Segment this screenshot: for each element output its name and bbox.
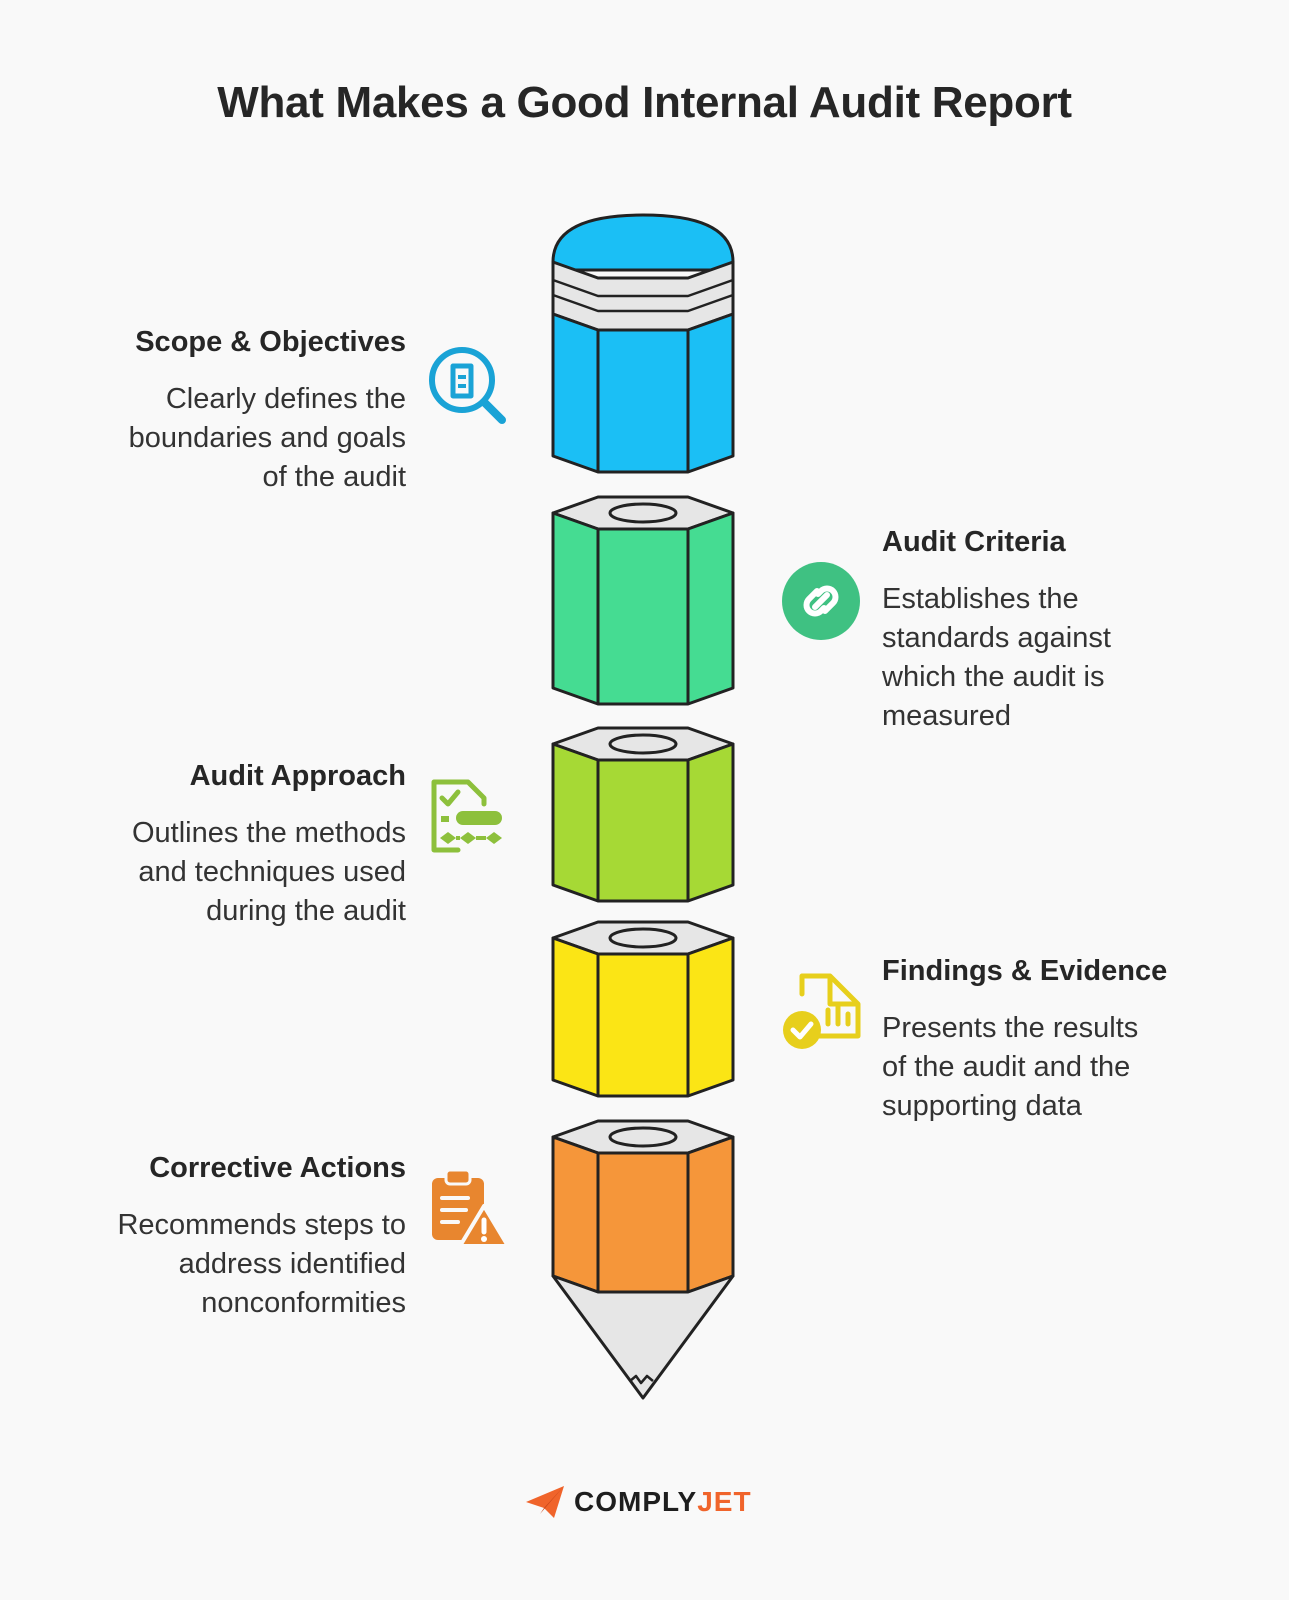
segment-findings-body <box>551 936 735 1098</box>
segment-findings: Findings & Evidence Presents the results… <box>882 953 1212 1126</box>
search-document-icon <box>429 347 506 424</box>
segment-criteria-body <box>551 511 735 706</box>
segment-scope: Scope & Objectives Clearly defines the b… <box>46 324 406 497</box>
logo-part-1: COMPLY <box>574 1486 698 1517</box>
pencil-tip <box>551 1274 735 1400</box>
segment-description: Clearly defines the boundaries and goals… <box>128 383 406 493</box>
report-check-icon <box>783 973 861 1049</box>
segment-approach-body <box>551 742 735 903</box>
segment-approach: Audit Approach Outlines the methods and … <box>46 758 406 931</box>
segment-description: Outlines the methods and techniques used… <box>131 817 406 927</box>
logo-part-2: JET <box>697 1486 752 1517</box>
segment-description: Presents the results of the audit and th… <box>882 1012 1139 1122</box>
segment-heading: Audit Approach <box>189 760 406 792</box>
segment-heading: Corrective Actions <box>149 1152 406 1184</box>
pencil-eraser <box>551 213 735 272</box>
page-title: What Makes a Good Internal Audit Report <box>217 78 1072 127</box>
segment-heading: Audit Criteria <box>882 526 1066 558</box>
clipboard-warning-icon <box>432 1168 510 1248</box>
segment-criteria: Audit Criteria Establishes the standards… <box>882 524 1192 736</box>
segment-corrective-body <box>551 1135 735 1294</box>
segment-scope-body <box>551 312 735 474</box>
paper-plane-icon <box>526 1486 564 1518</box>
segment-description: Recommends steps to address identified n… <box>117 1209 406 1319</box>
segment-heading: Findings & Evidence <box>882 955 1168 987</box>
segment-description: Establishes the standards against which … <box>882 583 1111 732</box>
segment-heading: Scope & Objectives <box>135 326 406 358</box>
segment-corrective: Corrective Actions Recommends steps to a… <box>46 1150 406 1323</box>
checklist-flow-icon <box>431 779 502 853</box>
link-circle-icon <box>782 562 860 640</box>
complyjet-logo: COMPLYJET <box>524 1482 752 1522</box>
